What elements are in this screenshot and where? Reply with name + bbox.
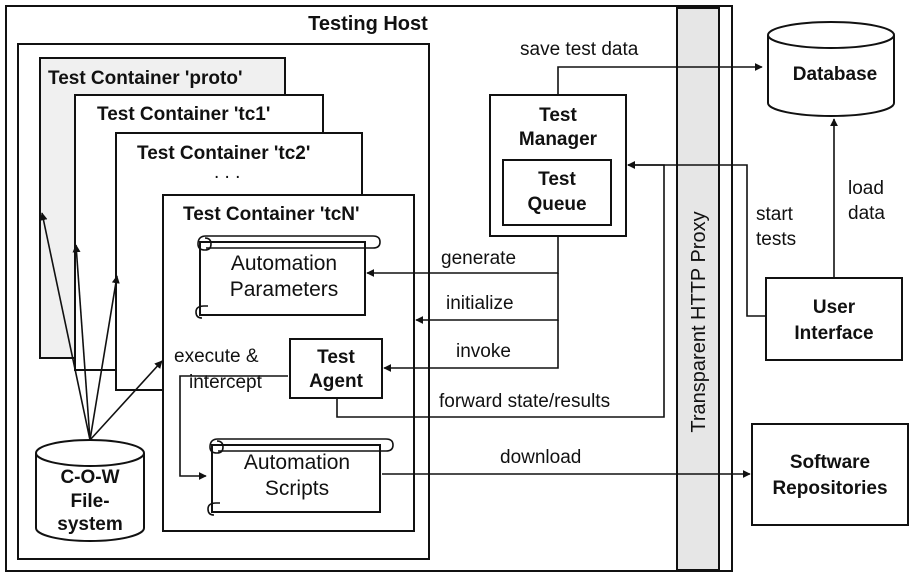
start-tests-line1: start: [756, 204, 794, 225]
filesystem-mount-arrows: [39, 212, 163, 441]
database: Database: [767, 21, 895, 117]
intercept-label: intercept: [189, 372, 263, 393]
user-interface-line2: Interface: [794, 323, 873, 344]
test-agent-line2: Agent: [309, 371, 364, 392]
execute-label: execute &: [174, 346, 259, 367]
test-manager-line2: Manager: [519, 129, 598, 150]
cow-filesystem: C-O-W File- system: [35, 439, 145, 542]
container-proto-label: Test Container 'proto': [48, 68, 242, 89]
svg-text:system: system: [57, 514, 123, 535]
load-data-line1: load: [848, 178, 884, 199]
execute-arrow: [179, 375, 288, 480]
invoke-label: invoke: [456, 341, 511, 362]
user-interface-box: [765, 277, 903, 361]
container-tc1-label: Test Container 'tc1': [97, 104, 270, 125]
invoke-arrow: [383, 320, 559, 372]
start-tests-line2: tests: [756, 229, 796, 250]
save-data-label: save test data: [520, 39, 639, 60]
container-area-frame: [17, 43, 430, 560]
test-queue-box: [502, 159, 612, 226]
forward-results-label: forward state/results: [439, 391, 610, 412]
http-proxy-label: Transparent HTTP Proxy: [688, 211, 710, 432]
generate-label: generate: [441, 248, 516, 269]
software-repositories-line2: Repositories: [772, 478, 887, 499]
test-queue-line2: Queue: [527, 194, 586, 215]
svg-text:Parameters: Parameters: [230, 278, 339, 301]
test-manager-line1: Test: [539, 105, 577, 126]
svg-text:Scripts: Scripts: [265, 477, 329, 500]
test-agent-line1: Test: [317, 347, 355, 368]
testing-host-title: Testing Host: [308, 13, 428, 35]
test-queue-line1: Test: [538, 169, 576, 190]
svg-text:C-O-W: C-O-W: [60, 467, 119, 488]
testing-host-box: [5, 5, 733, 572]
download-label: download: [500, 447, 581, 468]
svg-text:Automation: Automation: [244, 451, 350, 474]
container-ellipsis: . . .: [214, 162, 240, 183]
svg-text:File-: File-: [70, 491, 109, 512]
software-repositories-box: [751, 423, 909, 526]
svg-text:Automation: Automation: [231, 252, 337, 275]
software-repositories-line1: Software: [790, 452, 870, 473]
http-proxy-bar: [676, 7, 720, 571]
user-interface-line1: User: [813, 297, 856, 318]
svg-text:Database: Database: [793, 64, 878, 85]
start-tests-arrow: [627, 161, 766, 317]
test-agent-box: [289, 338, 383, 399]
load-data-line2: data: [848, 203, 885, 224]
container-tcN-label: Test Container 'tcN': [183, 204, 360, 225]
initialize-label: initialize: [446, 293, 514, 314]
automation-parameters: Automation Parameters: [195, 235, 381, 319]
container-tc2-label: Test Container 'tc2': [137, 143, 310, 164]
save-data-arrow: [557, 63, 763, 94]
automation-scripts: Automation Scripts: [207, 438, 394, 516]
